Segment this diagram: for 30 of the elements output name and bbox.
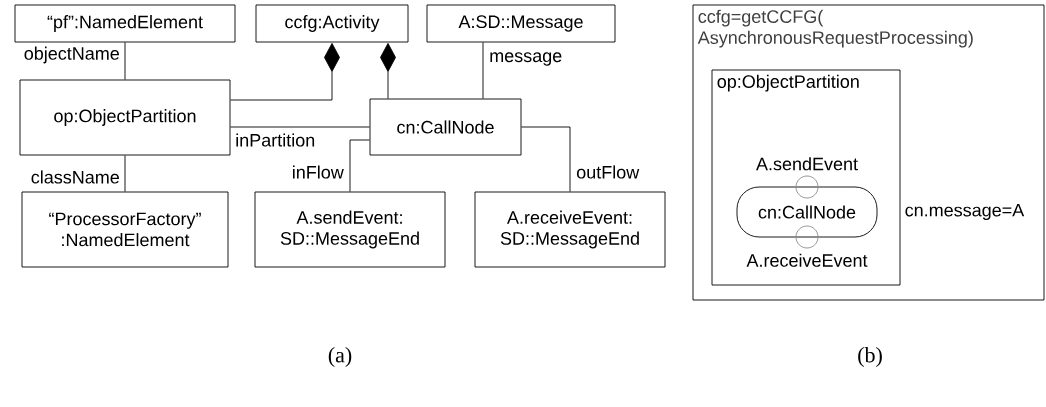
object-box: “pf”:NamedElement: [14, 4, 236, 43]
port-circle: [795, 225, 819, 249]
association-line: [124, 155, 126, 192]
role-label: inFlow: [293, 165, 344, 179]
role-label: objectName: [24, 46, 119, 64]
event-label: A.sendEvent: [756, 157, 858, 171]
object-box: op:ObjectPartition: [19, 79, 231, 156]
object-box: A.sendEvent: SD::MessageEnd: [254, 191, 446, 268]
object-box: ccfg:Activity: [255, 4, 409, 43]
object-box: “ProcessorFactory” :NamedElement: [21, 191, 229, 268]
subfigure-label: (a): [328, 347, 352, 367]
composition-line: [230, 42, 340, 101]
subfigure-label: (b): [858, 347, 882, 367]
association-line: [482, 42, 484, 99]
event-label: A.receiveEvent: [746, 253, 868, 267]
role-label: inPartition: [236, 133, 315, 147]
role-label: outFlow: [576, 165, 640, 179]
role-label: className: [31, 170, 119, 184]
association-line: [521, 126, 571, 192]
object-box: A.receiveEvent: SD::MessageEnd: [474, 191, 666, 268]
association-line: [230, 126, 370, 128]
object-box: cn:CallNode: [369, 98, 522, 156]
object-box: A:SD::Message: [426, 4, 616, 43]
composition-line: [380, 42, 396, 99]
role-label: message: [490, 52, 562, 66]
port-circle: [795, 175, 819, 199]
call-node: cn:CallNode: [736, 186, 878, 238]
association-line: [124, 42, 126, 80]
constraint-label: cn.message=A: [905, 203, 1025, 221]
association-line: [349, 139, 370, 192]
